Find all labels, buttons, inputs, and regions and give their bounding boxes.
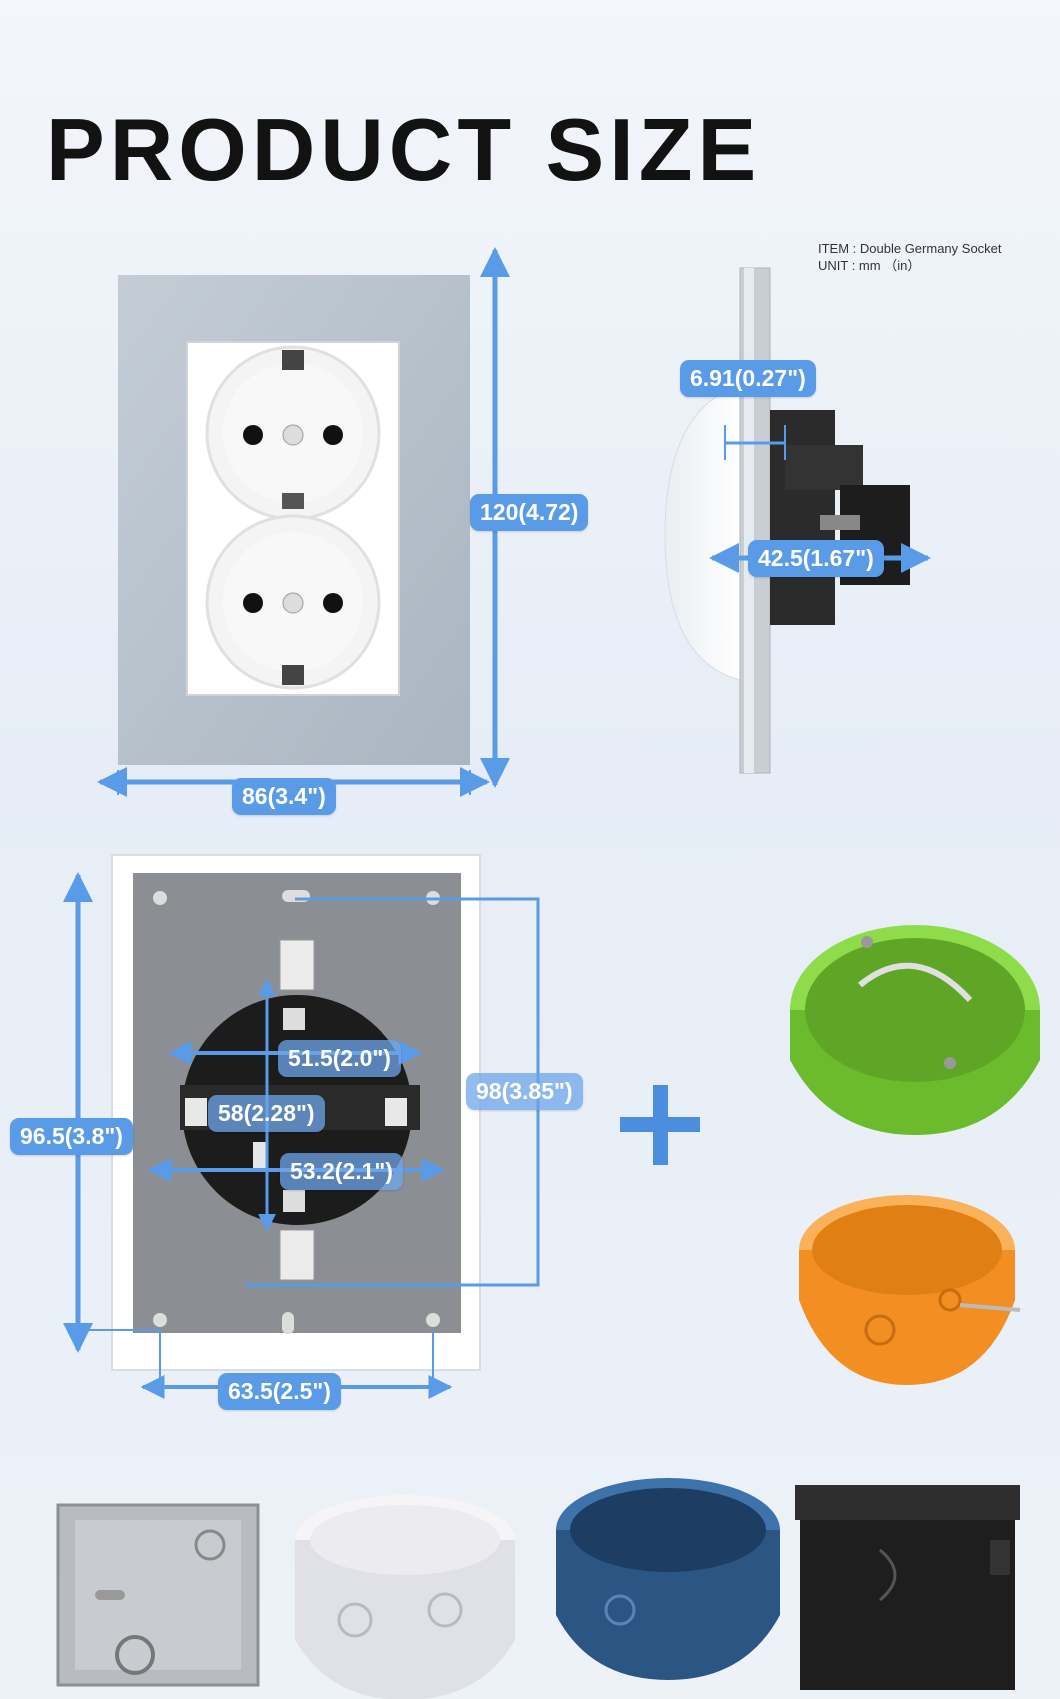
plus-icon	[620, 1085, 700, 1165]
outlet-top	[205, 345, 381, 521]
white-junction-box	[295, 1495, 515, 1699]
green-junction-box	[790, 925, 1040, 1135]
back-width-c-label: 53.2(2.1")	[280, 1153, 403, 1191]
side-socket-profile	[664, 267, 910, 774]
back-width-a-label: 51.5(2.0")	[278, 1040, 401, 1078]
unit-line: UNIT : mm （in）	[818, 258, 921, 273]
front-height-label: 120(4.72)	[470, 494, 589, 532]
back-outer-height-label: 96.5(3.8")	[10, 1118, 133, 1156]
item-info: ITEM : Double Germany Socket UNIT : mm （…	[818, 240, 1002, 274]
back-hole-spacing-label: 63.5(2.5")	[218, 1373, 341, 1411]
back-mount-height-label: 98(3.85")	[466, 1073, 583, 1111]
blue-junction-box	[556, 1478, 780, 1680]
back-width-b-label: 58(2.28")	[208, 1095, 325, 1133]
metal-junction-box	[56, 1503, 260, 1687]
side-thickness-label: 6.91(0.27")	[680, 360, 816, 398]
orange-junction-box	[799, 1195, 1021, 1385]
side-depth-label: 42.5(1.67")	[748, 540, 884, 578]
outlet-bottom	[205, 514, 381, 690]
front-width-label: 86(3.4")	[232, 778, 336, 816]
page-title: PRODUCT SIZE	[46, 100, 762, 199]
black-junction-box	[795, 1485, 1020, 1690]
front-socket-plate	[118, 275, 470, 765]
item-line: ITEM : Double Germany Socket	[818, 241, 1002, 256]
